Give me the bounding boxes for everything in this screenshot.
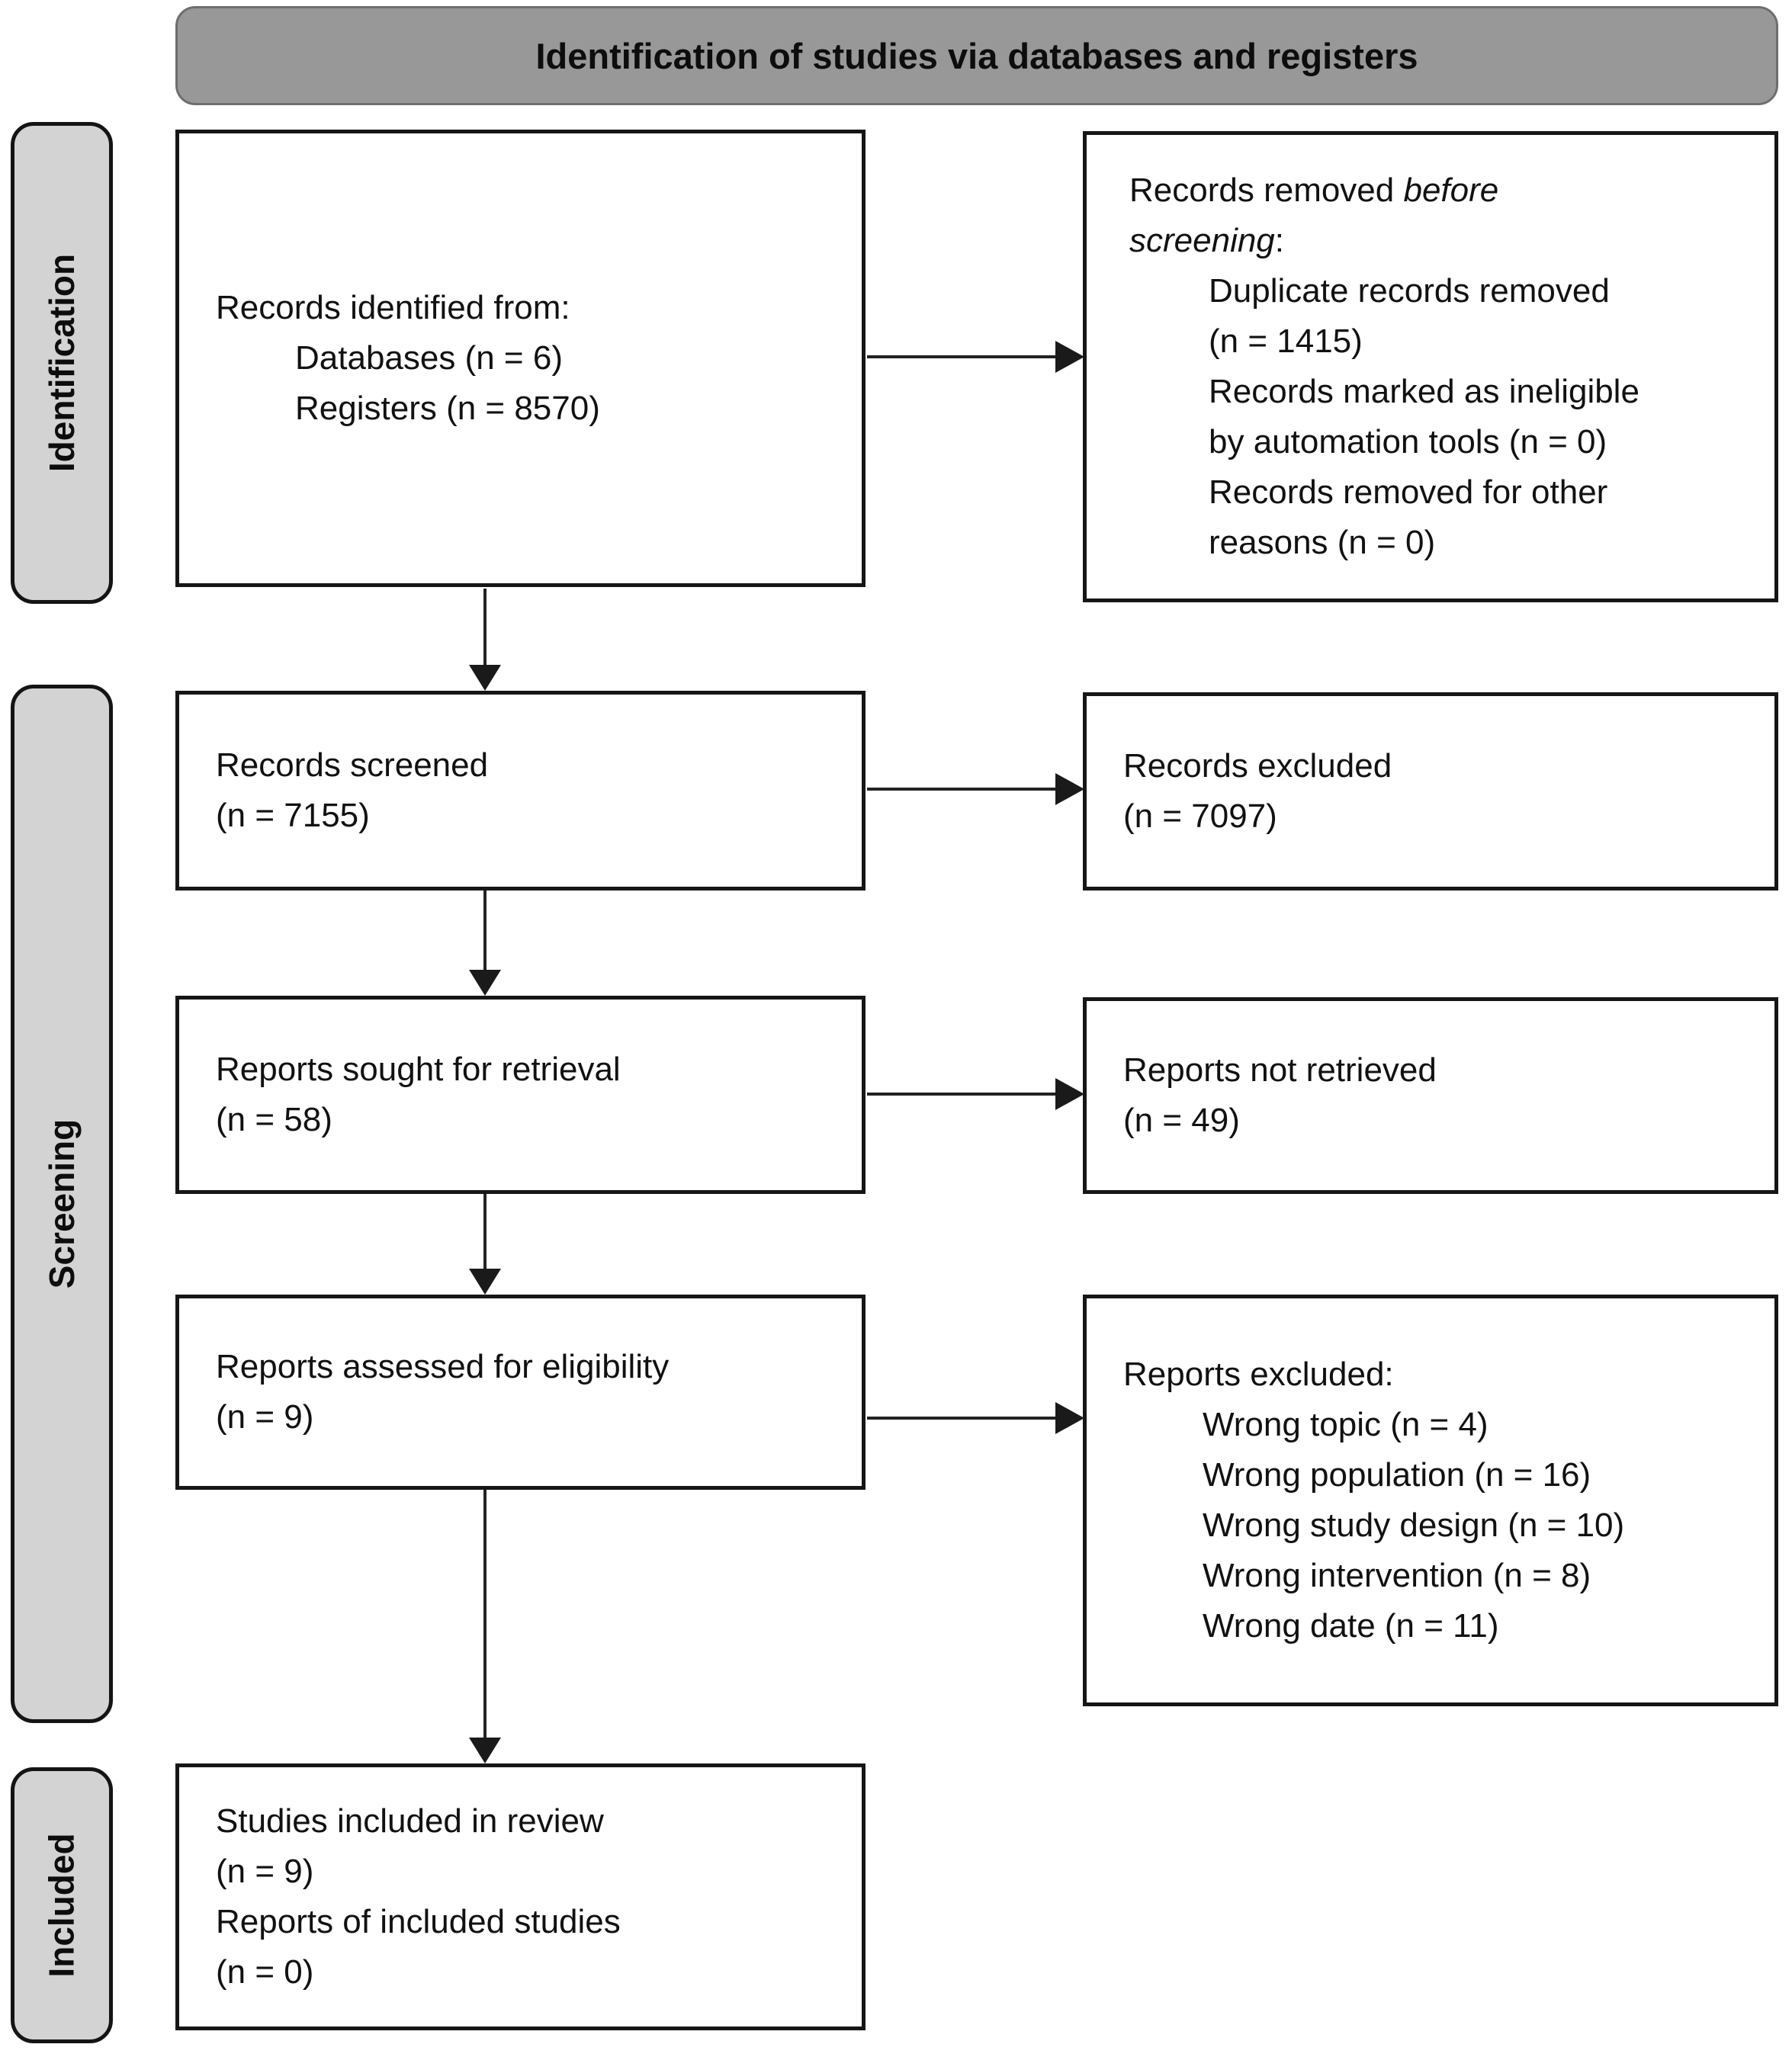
box-records-removed: Records removed before screening: Duplic…: [1083, 131, 1778, 602]
arrow-screened-to-sought-head-icon: [469, 970, 501, 996]
arrow-screened-to-excluded-head-icon: [1055, 773, 1084, 805]
stage-label-identification: Identification: [11, 122, 113, 604]
box-line: Reports assessed for eligibility: [216, 1348, 670, 1385]
box-line: Studies included in review: [216, 1802, 604, 1840]
arrow-identified-to-removed-head-icon: [1055, 341, 1084, 373]
box-line: Records screened: [216, 746, 489, 784]
box-studies-included: Studies included in review (n = 9) Repor…: [175, 1763, 865, 2030]
arrow-identified-to-removed-line: [867, 355, 1058, 358]
box-line: screening:: [1129, 216, 1752, 266]
stage-label-included-text: Included: [42, 1833, 82, 1978]
box-line-part: :: [1274, 222, 1285, 259]
box-line: Wrong population (n = 16): [1203, 1456, 1591, 1494]
box-line: (n = 7155): [216, 797, 370, 834]
arrow-assessed-to-excluded-line: [867, 1417, 1058, 1420]
box-line: (n = 58): [216, 1101, 332, 1138]
arrow-sought-to-not-retrieved-head-icon: [1055, 1078, 1084, 1110]
box-line: Records removed for other: [1209, 473, 1608, 511]
box-line: (n = 9): [216, 1853, 314, 1890]
stage-label-screening: Screening: [11, 685, 113, 1723]
box-line: (n = 1415): [1209, 323, 1363, 360]
box-line-part: Records removed: [1129, 172, 1404, 209]
box-line: Records identified from:: [216, 289, 570, 326]
box-line: Wrong date (n = 11): [1203, 1607, 1499, 1645]
box-records-identified: Records identified from: Databases (n = …: [175, 130, 865, 587]
box-line: (n = 7097): [1123, 797, 1277, 835]
box-line: Records marked as ineligible: [1209, 373, 1639, 410]
diagram-title-banner: Identification of studies via databases …: [175, 6, 1778, 105]
box-line: Wrong study design (n = 10): [1203, 1507, 1625, 1544]
box-line: Reports of included studies: [216, 1903, 621, 1940]
box-records-excluded: Records excluded (n = 7097): [1083, 692, 1778, 891]
box-records-screened: Records screened (n = 7155): [175, 691, 865, 891]
box-line: (n = 9): [216, 1398, 314, 1436]
box-line: Reports sought for retrieval: [216, 1051, 621, 1088]
box-reports-sought: Reports sought for retrieval (n = 58): [175, 996, 865, 1194]
arrow-sought-to-not-retrieved-line: [867, 1093, 1058, 1096]
stage-label-identification-text: Identification: [42, 253, 82, 473]
box-line: reasons (n = 0): [1209, 524, 1436, 561]
box-line: Registers (n = 8570): [295, 390, 600, 427]
box-line: Duplicate records removed: [1209, 272, 1610, 310]
box-line: Databases (n = 6): [295, 339, 563, 377]
arrow-assessed-to-excluded-head-icon: [1055, 1402, 1084, 1434]
arrow-screened-to-excluded-line: [867, 788, 1058, 791]
box-reports-excluded: Reports excluded: Wrong topic (n = 4) Wr…: [1083, 1295, 1778, 1706]
box-line-part-italic: before: [1403, 172, 1499, 209]
box-line: (n = 0): [216, 1953, 314, 1991]
box-line: Wrong intervention (n = 8): [1203, 1557, 1591, 1594]
arrow-sought-to-assessed-line: [483, 1194, 487, 1270]
box-line: Records removed before: [1129, 165, 1752, 216]
box-line: Records excluded: [1123, 747, 1392, 785]
arrow-assessed-to-included-head-icon: [469, 1738, 501, 1763]
box-line: Reports excluded:: [1123, 1356, 1394, 1393]
arrow-screened-to-sought-line: [483, 891, 487, 971]
arrow-sought-to-assessed-head-icon: [469, 1269, 501, 1295]
stage-label-screening-text: Screening: [42, 1118, 82, 1289]
arrow-assessed-to-included-line: [483, 1490, 487, 1739]
box-line: Reports not retrieved: [1123, 1051, 1437, 1089]
box-reports-not-retrieved: Reports not retrieved (n = 49): [1083, 997, 1778, 1194]
diagram-title: Identification of studies via databases …: [535, 35, 1418, 76]
arrow-identified-to-screened-line: [483, 589, 487, 666]
box-line: by automation tools (n = 0): [1209, 423, 1607, 460]
box-reports-assessed: Reports assessed for eligibility (n = 9): [175, 1295, 865, 1490]
box-line-part-italic: screening: [1129, 222, 1275, 259]
box-line: Wrong topic (n = 4): [1203, 1406, 1489, 1443]
arrow-identified-to-screened-head-icon: [469, 665, 501, 691]
stage-label-included: Included: [11, 1767, 113, 2043]
box-line: (n = 49): [1123, 1102, 1240, 1139]
